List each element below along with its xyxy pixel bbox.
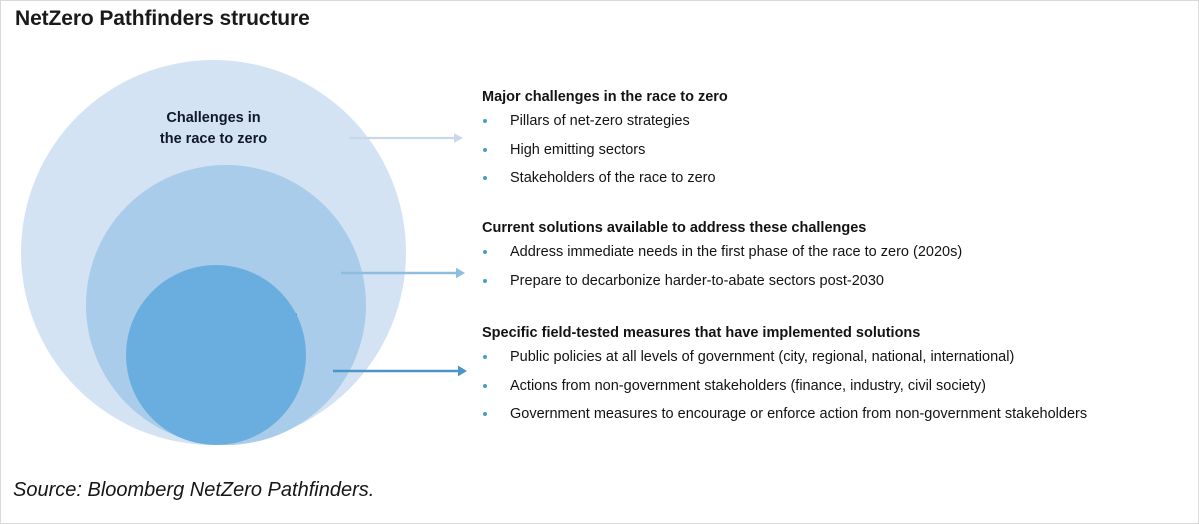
bullet-dot-icon <box>483 147 487 152</box>
circle-challenges-label: Challenges in the race to zero <box>159 110 268 148</box>
arrow-right-icon-challenges <box>349 133 463 143</box>
list-item: High emitting sectors <box>482 141 728 161</box>
list-item: Pillars of net-zero strategies <box>482 112 728 132</box>
text-block-challenges: Major challenges in the race to zero Pil… <box>482 89 728 189</box>
list-item: Stakeholders of the race to zero <box>482 169 728 189</box>
bullet-dot-icon <box>483 176 487 181</box>
bullet-dot-icon <box>483 383 487 388</box>
arrow-right-icon-measures <box>333 365 467 377</box>
bullet-dot-icon <box>483 412 487 417</box>
list-item-label: Government measures to encourage or enfo… <box>510 406 1088 423</box>
bullet-list: Pillars of net-zero strategies High emit… <box>482 112 728 189</box>
list-item-label: Actions from non-government stakeholders… <box>510 377 987 394</box>
list-item-label: Public policies at all levels of governm… <box>510 349 1015 365</box>
bullet-dot-icon <box>483 119 487 123</box>
block-heading: Major challenges in the race to zero <box>482 89 728 105</box>
bullet-dot-icon <box>483 355 487 359</box>
bullet-dot-icon <box>483 250 487 254</box>
list-item-label: Prepare to decarbonize harder-to-abate s… <box>510 272 884 289</box>
text-block-measures: Specific field-tested measures that have… <box>482 325 1087 425</box>
nested-circles-diagram: Challenges in the race to zero Solutions… <box>1 41 471 461</box>
bullet-list: Address immediate needs in the first pha… <box>482 243 962 291</box>
circle-measures: Measures to implement these solutions <box>126 265 306 445</box>
page-title: NetZero Pathfinders structure <box>15 7 310 30</box>
arrow-right-icon-solutions <box>341 267 465 279</box>
text-block-solutions: Current solutions available to address t… <box>482 220 962 291</box>
source-caption: Source: Bloomberg NetZero Pathfinders. <box>13 479 375 501</box>
list-item-label: Pillars of net-zero strategies <box>510 113 690 129</box>
list-item-label: Address immediate needs in the first pha… <box>510 244 963 260</box>
block-heading: Specific field-tested measures that have… <box>482 325 921 341</box>
list-item: Public policies at all levels of governm… <box>482 348 1087 368</box>
list-item: Actions from non-government stakeholders… <box>482 377 1087 397</box>
list-item-label: Stakeholders of the race to zero <box>510 170 716 187</box>
bullet-dot-icon <box>483 278 487 283</box>
list-item-label: High emitting sectors <box>510 141 646 158</box>
list-item: Address immediate needs in the first pha… <box>482 243 962 263</box>
list-item: Government measures to encourage or enfo… <box>482 405 1087 425</box>
block-heading: Current solutions available to address t… <box>482 220 867 236</box>
bullet-list: Public policies at all levels of governm… <box>482 348 1087 425</box>
list-item: Prepare to decarbonize harder-to-abate s… <box>482 272 962 292</box>
